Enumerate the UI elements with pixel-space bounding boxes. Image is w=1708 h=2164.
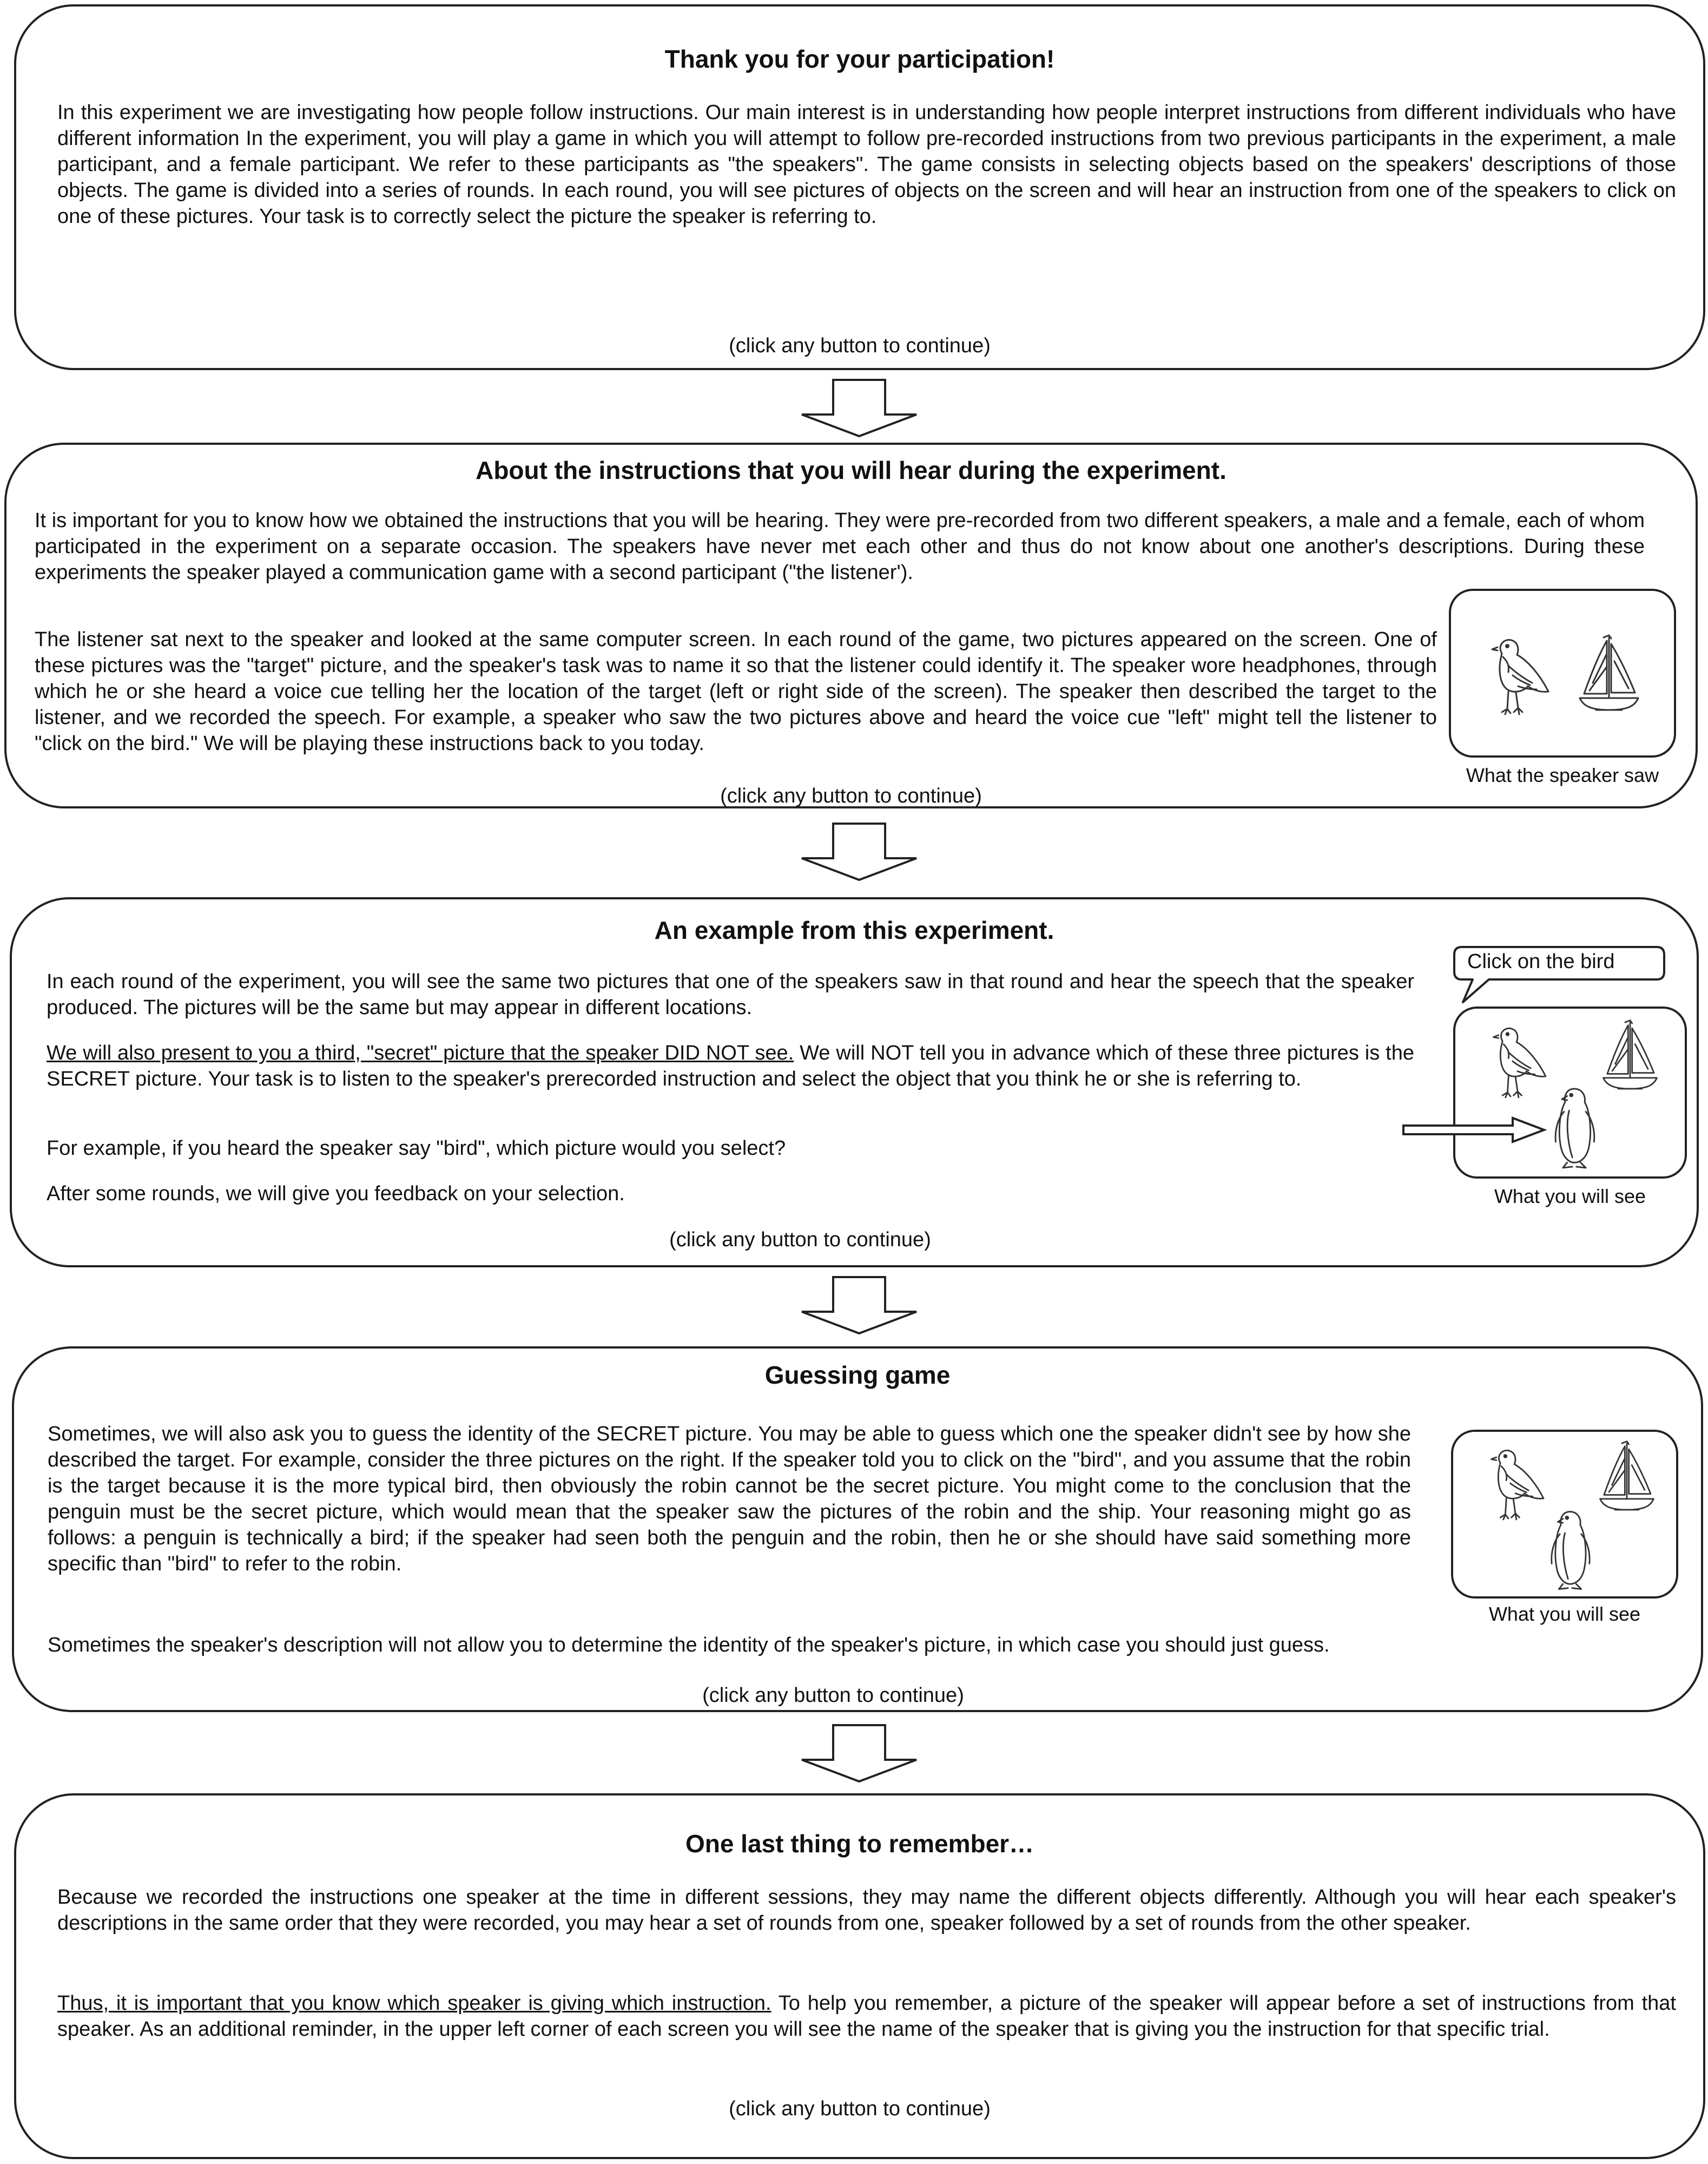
robin-icon <box>1482 1022 1553 1103</box>
example-paragraph-3: For example, if you heard the speaker sa… <box>47 1137 786 1160</box>
example-paragraph-2: We will also present to you a third, "se… <box>47 1040 1414 1092</box>
panel-example[interactable]: An example from this experiment. In each… <box>10 897 1699 1267</box>
guessing-picture-caption: What you will see <box>1488 1603 1641 1625</box>
robin-icon <box>1480 1444 1551 1525</box>
example-paragraph-4: After some rounds, we will give you feed… <box>47 1182 625 1205</box>
last-paragraph-1: Because we recorded the instructions one… <box>57 1886 1676 1935</box>
instructions-paragraph-2: The listener sat next to the speaker and… <box>35 628 1437 755</box>
last-paragraph-2-rest: To help you remember, a picture of the s… <box>57 1992 1676 2041</box>
robin-icon <box>1480 633 1556 720</box>
panel-title: Guessing game <box>764 1361 951 1389</box>
penguin-icon <box>1544 1508 1596 1594</box>
panel-title: Thank you for your participation! <box>664 45 1055 73</box>
listener-view-caption: What you will see <box>1494 1185 1646 1207</box>
down-arrow-icon <box>800 1724 919 1784</box>
listener-view-picture <box>1453 1007 1687 1179</box>
down-arrow-icon <box>800 823 919 882</box>
sailboat-icon <box>1597 1439 1657 1521</box>
continue-prompt: (click any button to continue) <box>729 2097 991 2120</box>
speech-bubble-text: Click on the bird <box>1467 950 1615 973</box>
continue-prompt: (click any button to continue) <box>702 1684 964 1707</box>
guessing-picture <box>1451 1430 1678 1599</box>
speaker-view-caption: What the speaker saw <box>1466 764 1659 786</box>
guessing-paragraph-2: Sometimes the speaker's description will… <box>48 1634 1330 1656</box>
speech-bubble-icon <box>1453 946 1665 1003</box>
panel-title: One last thing to remember… <box>685 1830 1034 1858</box>
example-paragraph-2-rest: We will NOT tell you in advance which of… <box>47 1042 1414 1090</box>
sailboat-icon <box>1577 634 1641 721</box>
guessing-paragraph-1: Sometimes, we will also ask you to guess… <box>48 1423 1411 1575</box>
panel-title: An example from this experiment. <box>654 916 1054 944</box>
down-arrow-icon <box>800 1276 919 1336</box>
last-paragraph-2: Thus, it is important that you know whic… <box>57 1990 1676 2042</box>
secret-picture-note: We will also present to you a third, "se… <box>47 1042 794 1064</box>
panel-title: About the instructions that you will hea… <box>476 456 1226 484</box>
panel-guessing-game[interactable]: Guessing game Sometimes, we will also as… <box>12 1346 1703 1712</box>
instructions-paragraph-1: It is important for you to know how we o… <box>35 509 1645 584</box>
continue-prompt: (click any button to continue) <box>729 334 991 357</box>
intro-paragraph: In this experiment we are investigating … <box>57 101 1676 228</box>
continue-prompt: (click any button to continue) <box>720 785 982 807</box>
speaker-view-picture <box>1449 589 1676 758</box>
panel-instructions[interactable]: About the instructions that you will hea… <box>4 443 1698 808</box>
panel-last-thing[interactable]: One last thing to remember… Because we r… <box>14 1793 1705 2159</box>
penguin-icon <box>1548 1084 1600 1173</box>
sailboat-icon <box>1600 1018 1660 1100</box>
down-arrow-icon <box>800 379 919 438</box>
example-paragraph-1: In each round of the experiment, you wil… <box>47 970 1414 1019</box>
continue-prompt: (click any button to continue) <box>669 1228 931 1251</box>
panel-intro[interactable]: Thank you for your participation! In thi… <box>14 4 1705 370</box>
right-arrow-icon <box>1402 1116 1547 1143</box>
speaker-reminder-note: Thus, it is important that you know whic… <box>57 1992 771 2015</box>
